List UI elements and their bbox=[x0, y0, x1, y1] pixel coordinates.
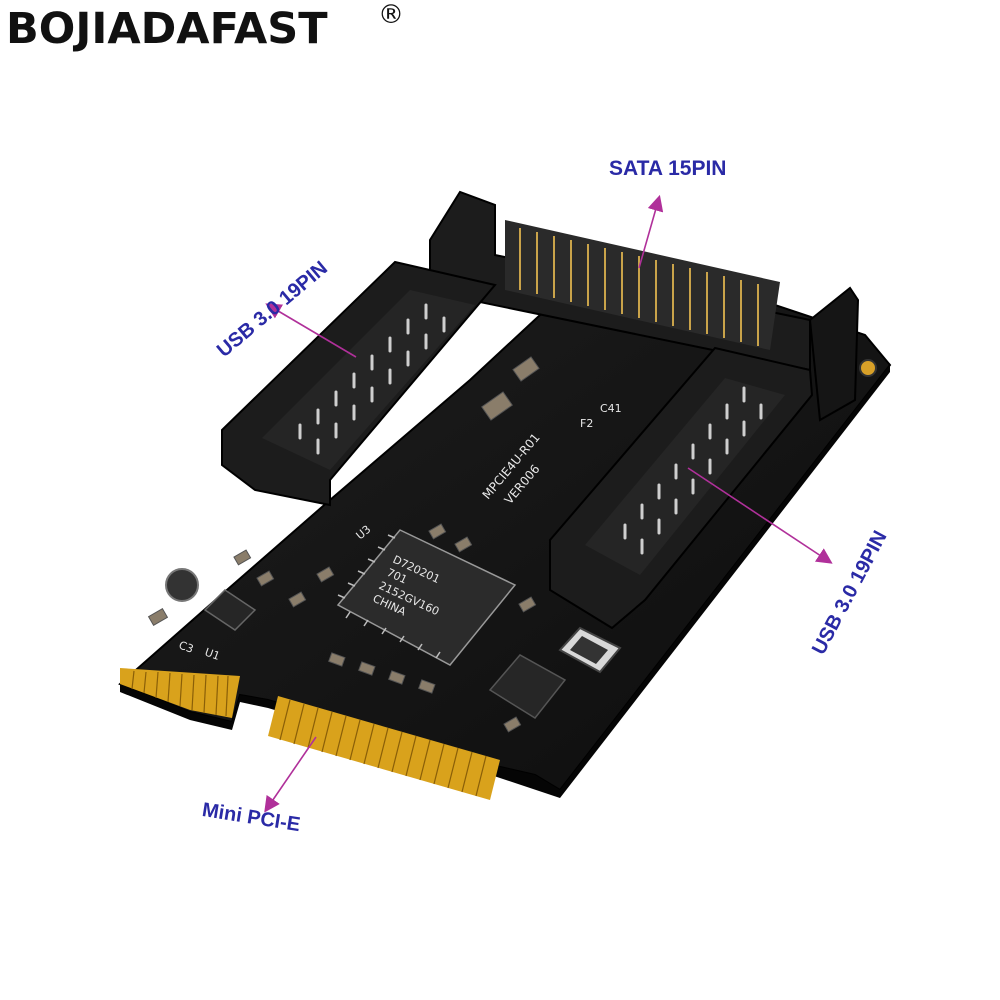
registered-mark: ® bbox=[378, 0, 404, 30]
brand-logo: BOJIADAFAST bbox=[6, 4, 328, 54]
ref-u1: U1 bbox=[203, 646, 222, 663]
sata-connector bbox=[429, 190, 860, 422]
smd-components bbox=[147, 356, 540, 733]
inductor bbox=[165, 568, 199, 602]
regulator-u1 bbox=[203, 589, 257, 631]
arrow-mini-pcie bbox=[264, 736, 317, 813]
small-ic bbox=[488, 654, 567, 719]
arrow-usb-left bbox=[265, 303, 357, 358]
ref-c41: C41 bbox=[600, 402, 622, 415]
crystal-oscillator bbox=[558, 626, 622, 674]
usb-header-right bbox=[549, 346, 814, 630]
callout-arrows bbox=[264, 194, 833, 813]
arrow-usb-right bbox=[687, 467, 833, 564]
edge-contacts-short bbox=[120, 668, 240, 718]
ref-f2: F2 bbox=[580, 417, 593, 430]
usb-header-left bbox=[221, 260, 497, 507]
controller-chip bbox=[336, 529, 517, 666]
ref-c3: C3 bbox=[177, 639, 195, 656]
edge-contacts-long bbox=[268, 696, 500, 800]
arrow-sata bbox=[638, 194, 664, 269]
label-sata-15pin: SATA 15PIN bbox=[609, 157, 727, 180]
